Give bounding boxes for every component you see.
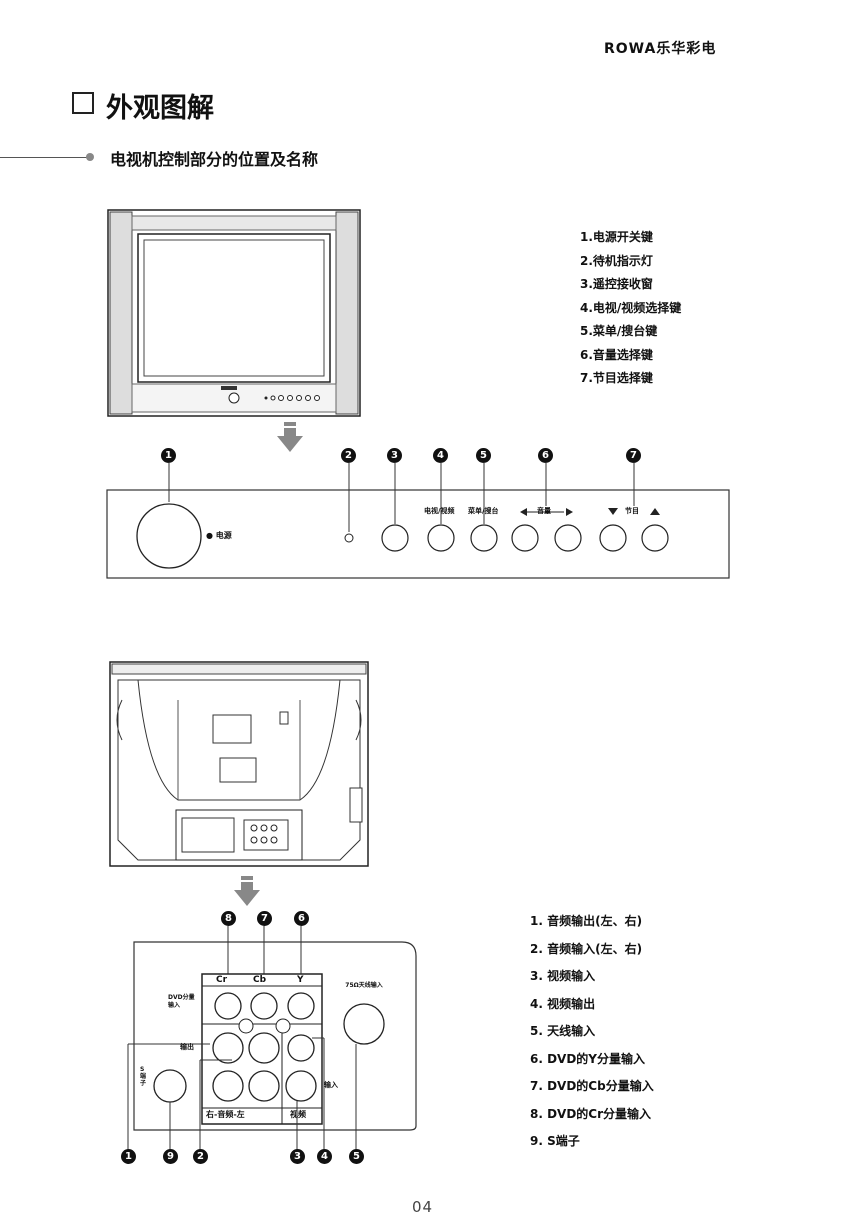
bullet-icon [86,153,94,161]
callout-5: 5 [476,448,491,463]
audio-label: 右-音频-左 [206,1110,245,1119]
front-control-panel [106,462,730,579]
legend-item: 7.节目选择键 [580,371,653,385]
legend-item: 6. DVD的Y分量输入 [530,1051,645,1066]
legend-item: 3. 视频输入 [530,969,596,983]
s-terminal-label: S端子 [140,1066,147,1087]
output-label: 输出 [180,1043,194,1051]
legend-item: 4. 视频输出 [530,996,596,1011]
dvd-component-label: DVD分量输入 [168,994,195,1009]
rear-connector-panel [127,926,417,1150]
legend-item: 3.遥控接收窗 [580,277,653,291]
callout-1: 1 [121,1149,136,1164]
legend-item: 5. 天线输入 [530,1024,596,1038]
power-label: ● 电源 [206,531,232,540]
legend-item: 6.音量选择键 [580,347,653,362]
callout-5: 5 [349,1149,364,1164]
legend-item: 1. 音频输出(左、右) [530,914,643,928]
section-checkbox-icon [72,92,94,114]
callout-6: 6 [294,911,309,926]
subsection-rule [0,157,88,158]
antenna-label: 75Ω天线输入 [345,982,383,989]
callout-1: 1 [161,448,176,463]
down-arrow-icon [234,876,260,906]
callout-2: 2 [341,448,356,463]
legend-item: 1.电源开关键 [580,230,653,244]
tv-front-illustration [107,209,361,417]
rear-legend: 1. 音频输出(左、右) 2. 音频输入(左、右) 3. 视频输入 4. 视频输… [530,908,654,1156]
legend-item: 7. DVD的Cb分量输入 [530,1079,654,1093]
callout-7: 7 [257,911,272,926]
legend-item: 2.待机指示灯 [580,253,653,268]
legend-item: 9. S端子 [530,1134,580,1148]
front-legend: 1.电源开关键 2.待机指示灯 3.遥控接收窗 4.电视/视频选择键 5.菜单/… [580,226,681,391]
callout-7: 7 [626,448,641,463]
down-arrow-icon [277,422,303,452]
cb-label: Cb [253,975,267,985]
callout-4: 4 [433,448,448,463]
callout-9: 9 [163,1149,178,1164]
tv-rear-illustration [109,661,369,867]
callout-3: 3 [290,1149,305,1164]
callout-8: 8 [221,911,236,926]
channel-label: 节目 [625,507,639,515]
tv-av-label: 电视/视频 [424,507,455,515]
input-label: 输入 [324,1081,338,1089]
menu-label: 菜单/搜台 [468,507,499,515]
section-title: 外观图解 [106,93,214,124]
cr-label: Cr [216,975,228,985]
video-label: 视频 [290,1110,306,1119]
volume-label: 音量 [537,507,551,515]
legend-item: 2. 音频输入(左、右) [530,941,643,956]
page-number: 04 [412,1198,434,1216]
y-label: Y [297,975,304,985]
callout-4: 4 [317,1149,332,1164]
subsection-title: 电视机控制部分的位置及名称 [110,150,319,169]
legend-item: 5.菜单/搜台键 [580,324,658,338]
callout-3: 3 [387,448,402,463]
brand-logo: ROWA乐华彩电 [604,41,717,57]
callout-6: 6 [538,448,553,463]
legend-item: 8. DVD的Cr分量输入 [530,1106,652,1121]
callout-2: 2 [193,1149,208,1164]
legend-item: 4.电视/视频选择键 [580,300,682,315]
